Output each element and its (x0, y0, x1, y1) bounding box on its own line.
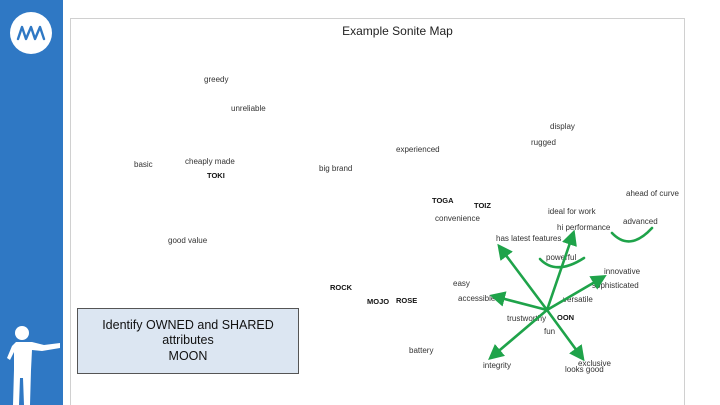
attribute-integrity: integrity (483, 361, 512, 370)
attribute-ahead-of-curve: ahead of curve (626, 189, 679, 198)
attribute-good-value: good value (168, 236, 208, 245)
attribute-battery: battery (409, 346, 434, 355)
brand-toga: TOGA (432, 196, 454, 205)
sidebar (0, 0, 63, 405)
attribute-cheaply-made: cheaply made (185, 157, 235, 166)
attribute-looks-good: looks good (565, 365, 604, 374)
attribute-rugged: rugged (531, 138, 556, 147)
attribute-exclusive: exclusive (578, 359, 611, 368)
attribute-ideal-for-work: ideal for work (548, 207, 596, 216)
brand-mojo: MOJO (367, 297, 390, 306)
brand-toki: TOKI (207, 171, 225, 180)
attribute-easy: easy (453, 279, 470, 288)
attribute-big-brand: big brand (319, 164, 353, 173)
attribute-sophisticated: sophisticated (592, 281, 639, 290)
brand-rock: ROCK (330, 283, 353, 292)
logo (10, 12, 52, 54)
attribute-trustworthy: trustworthy (507, 314, 547, 323)
attribute-accessible: accessible (458, 294, 496, 303)
brand-moon: OON (557, 313, 575, 322)
arrow-exclusive (545, 308, 585, 362)
attribute-unreliable: unreliable (231, 104, 266, 113)
attribute-powerful: powerful (546, 253, 577, 262)
logo-mark-icon (16, 25, 46, 41)
attribute-greedy: greedy (204, 75, 229, 84)
pointing-person-icon (7, 326, 60, 405)
arrow-bracket-advanced (610, 226, 654, 243)
arrow-integrity (488, 308, 549, 361)
attribute-experienced: experienced (396, 145, 440, 154)
brand-toiz: TOIZ (474, 201, 491, 210)
attribute-basic: basic (134, 160, 153, 169)
arrow-has-latest-features (497, 243, 549, 312)
map-frame (70, 18, 685, 405)
map-title: Example Sonite Map (342, 24, 453, 38)
brand-rose: ROSE (396, 296, 418, 305)
attribute-convenience: convenience (435, 214, 480, 223)
arrow-hi-performance (545, 229, 577, 312)
attribute-versatile: versatile (563, 295, 593, 304)
callout-box: Identify OWNED and SHARED attributes MOO… (77, 308, 299, 374)
arrow-bracket-powerful (538, 256, 586, 269)
callout-line-3: MOON (168, 348, 208, 363)
arrow-accessible (489, 291, 549, 312)
callout-line-2: attributes (162, 333, 214, 348)
arrow-innovative (545, 275, 607, 312)
attribute-fun: fun (544, 327, 556, 336)
callout-line-1: Identify OWNED and SHARED (102, 317, 274, 332)
attribute-innovative: innovative (604, 267, 641, 276)
attribute-display: display (550, 122, 575, 131)
attribute-advanced: advanced (623, 217, 658, 226)
attribute-hi-performance: hi performance (557, 223, 611, 232)
attribute-has-latest-features: has latest features (496, 234, 562, 243)
